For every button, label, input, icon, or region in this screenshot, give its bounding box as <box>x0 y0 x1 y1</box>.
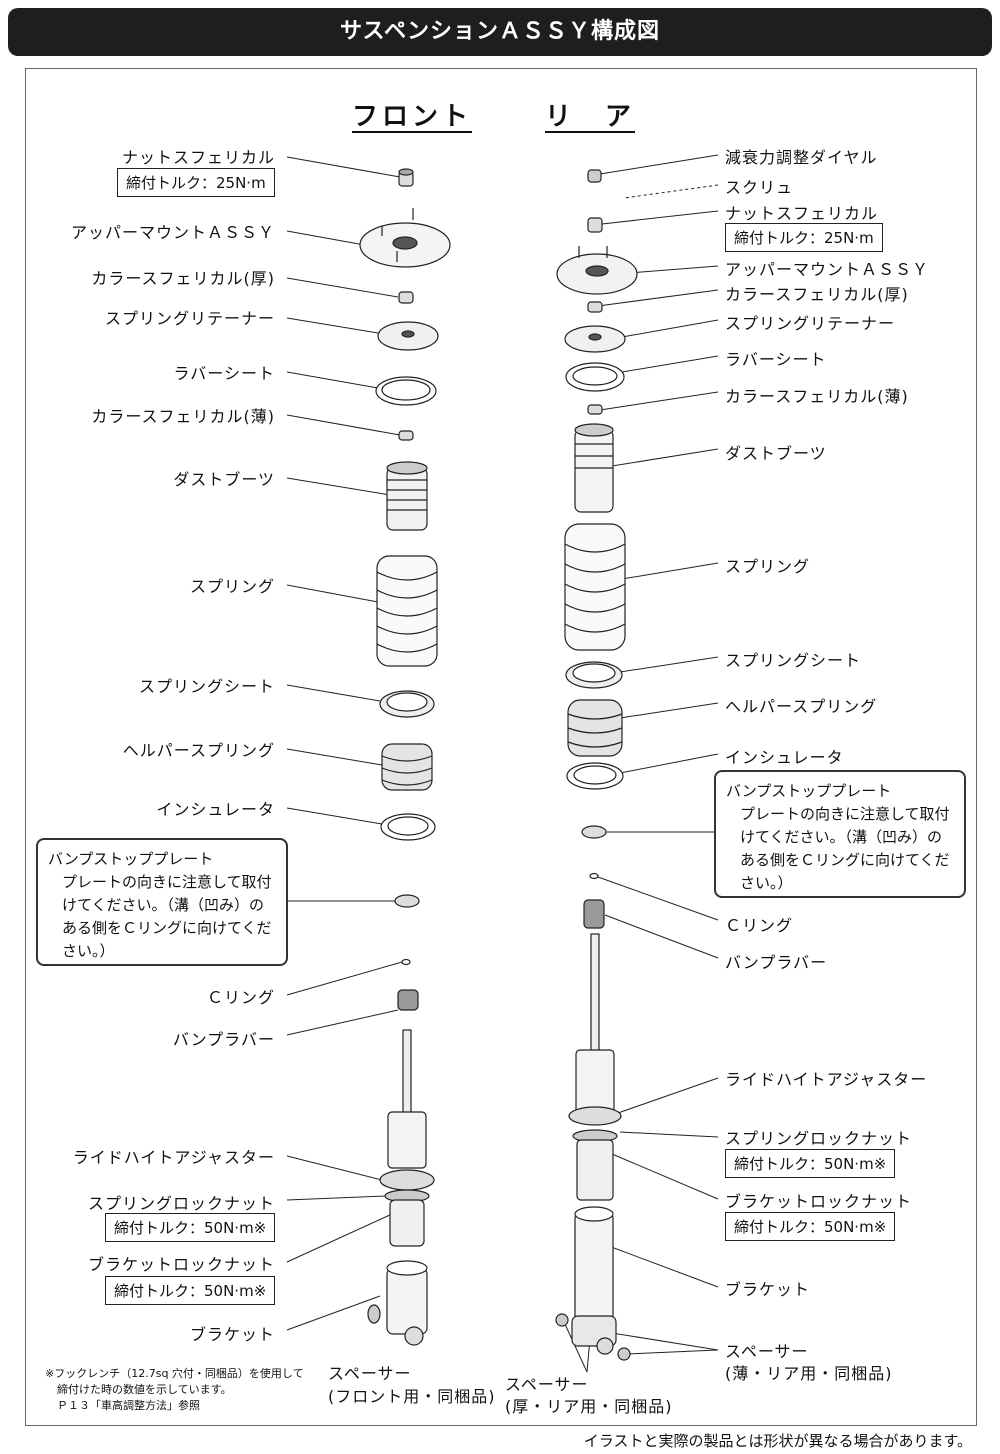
front-label-c-ring: Ｃリング <box>206 988 275 1007</box>
rear-label-spring-lock-nut: スプリングロックナット <box>725 1129 913 1148</box>
front-label-bracket-lock-nut: ブラケットロックナット <box>87 1255 275 1274</box>
rear-label-nut: ナットスフェリカル <box>725 204 879 223</box>
rear-note-line-3: ある側をＣリングに向けてくだ <box>740 851 950 869</box>
rear-label-screw: スクリュ <box>725 178 794 197</box>
rear-label-collar-thick: カラースフェリカル(厚) <box>725 285 909 304</box>
front-heading: フロント <box>352 102 473 132</box>
front-torque-spring-lock: 締付トルク：50N·m※ <box>105 1213 276 1242</box>
rear-label-helper-spring: ヘルパースプリング <box>725 697 878 716</box>
rear-label-upper-mount: アッパーマウントＡＳＳＹ <box>725 260 930 279</box>
diagram-frame <box>25 68 977 1426</box>
front-torque-bracket-lock: 締付トルク：50N·m※ <box>105 1276 276 1305</box>
rear-label-spacer-thick-sub: (厚・リア用・同梱品) <box>505 1397 673 1416</box>
rear-label-bracket-lock-nut: ブラケットロックナット <box>725 1192 913 1211</box>
front-label-spring-retainer: スプリングリテーナー <box>104 309 275 328</box>
rear-label-insulator: インシュレータ <box>725 748 844 767</box>
front-label-collar-thin: カラースフェリカル(薄) <box>91 407 275 426</box>
rear-label-spring: スプリング <box>725 557 811 576</box>
rear-note-bump-stop: バンプストッププレート プレートの向きに注意して取付 けてください。（溝（凹み）… <box>714 770 966 898</box>
front-label-insulator: インシュレータ <box>156 800 275 819</box>
rear-note-line-1: プレートの向きに注意して取付 <box>740 805 950 823</box>
front-torque-nut: 締付トルク：25N·m <box>117 168 275 197</box>
front-label-upper-mount: アッパーマウントＡＳＳＹ <box>70 223 275 242</box>
front-label-collar-thick: カラースフェリカル(厚) <box>91 269 275 288</box>
footnote-line-2: 締付けた時の数値を示しています。 <box>57 1383 232 1396</box>
rear-note-title: バンプストッププレート <box>726 782 892 800</box>
front-label-bump-rubber: バンプラバー <box>172 1030 275 1049</box>
rear-torque-spring-lock: 締付トルク：50N·m※ <box>725 1149 896 1178</box>
front-label-dust-boots: ダストブーツ <box>173 470 275 489</box>
rear-label-c-ring: Ｃリング <box>725 916 794 935</box>
front-label-spacer: スペーサー <box>328 1364 412 1383</box>
footnote-line-3: Ｐ１３「車高調整方法」参照 <box>57 1399 200 1412</box>
disclaimer: イラストと実際の製品とは形状が異なる場合があります。 <box>583 1432 972 1450</box>
front-note-title: バンプストッププレート <box>48 850 214 868</box>
rear-label-bump-rubber: バンプラバー <box>725 953 828 972</box>
rear-label-spacer-thin: スペーサー <box>725 1342 809 1361</box>
rear-label-bracket: ブラケット <box>725 1280 811 1299</box>
rear-note-line-2: けてください。（溝（凹み）の <box>740 828 943 846</box>
rear-label-dial: 減衰力調整ダイヤル <box>725 148 878 167</box>
front-note-line-1: プレートの向きに注意して取付 <box>62 873 272 891</box>
rear-label-rubber-seat: ラバーシート <box>725 350 827 369</box>
front-label-helper-spring: ヘルパースプリング <box>122 741 275 760</box>
rear-torque-nut: 締付トルク：25N·m <box>725 223 883 252</box>
rear-note-line-4: さい。） <box>740 874 793 892</box>
rear-label-spacer-thick: スペーサー <box>505 1375 589 1394</box>
rear-label-dust-boots: ダストブーツ <box>725 444 827 463</box>
rear-heading: リ ア <box>545 102 636 132</box>
front-label-bracket: ブラケット <box>189 1325 275 1344</box>
front-note-line-2: けてください。（溝（凹み）の <box>62 896 265 914</box>
front-note-line-4: さい。） <box>62 942 115 960</box>
page-title: サスペンションＡＳＳＹ構成図 <box>8 8 992 56</box>
rear-label-ride-height: ライドハイトアジャスター <box>725 1070 928 1089</box>
rear-label-collar-thin: カラースフェリカル(薄) <box>725 387 909 406</box>
rear-label-spring-retainer: スプリングリテーナー <box>725 314 896 333</box>
front-label-nut: ナットスフェリカル <box>121 148 275 167</box>
front-label-ride-height: ライドハイトアジャスター <box>72 1148 275 1167</box>
rear-label-spacer-thin-sub: (薄・リア用・同梱品) <box>725 1364 893 1383</box>
footnote-line-1: ※フックレンチ（12.7sq 穴付・同梱品）を使用して <box>45 1367 304 1380</box>
front-label-rubber-seat: ラバーシート <box>173 364 275 383</box>
rear-torque-bracket-lock: 締付トルク：50N·m※ <box>725 1212 896 1241</box>
front-label-spring-seat: スプリングシート <box>138 677 275 696</box>
front-note-bump-stop: バンプストッププレート プレートの向きに注意して取付 けてください。（溝（凹み）… <box>36 838 288 966</box>
front-label-spring-lock-nut: スプリングロックナット <box>87 1194 275 1213</box>
rear-label-spring-seat: スプリングシート <box>725 651 862 670</box>
front-label-spacer-sub: (フロント用・同梱品) <box>328 1387 496 1406</box>
front-note-line-3: ある側をＣリングに向けてくだ <box>62 919 272 937</box>
front-label-spring: スプリング <box>189 577 275 596</box>
